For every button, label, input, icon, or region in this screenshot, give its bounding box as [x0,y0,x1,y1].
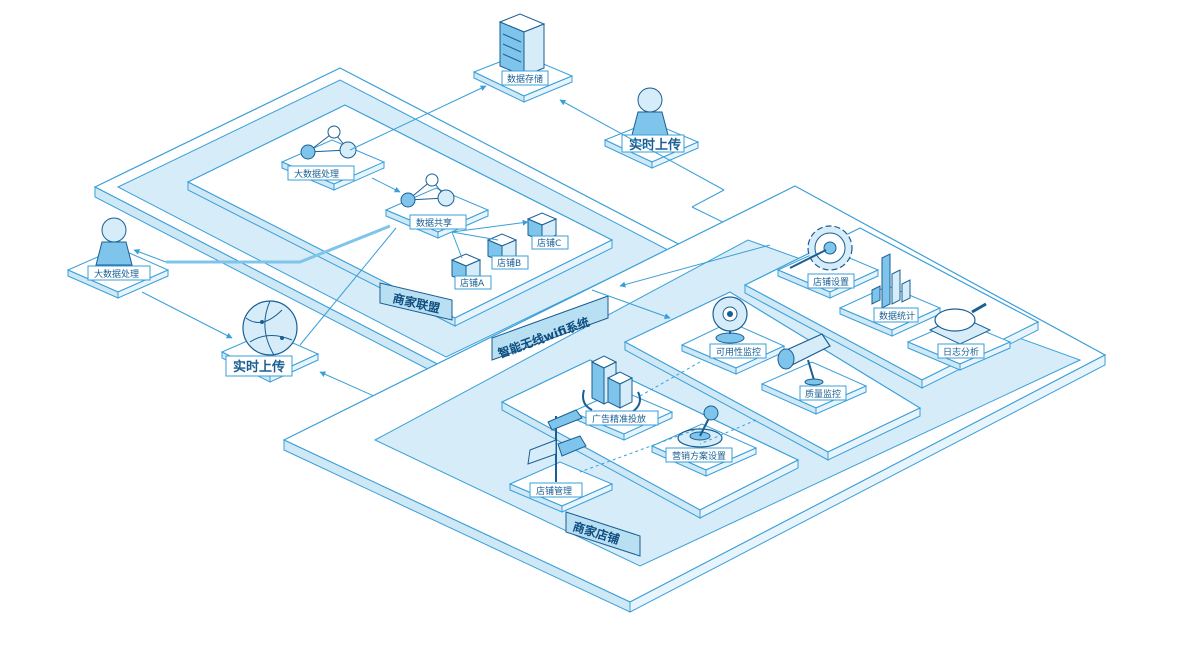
quality-monitor-label: 质量监控 [805,388,841,400]
marketing-settings-label: 营销方案设置 [672,450,726,462]
realtime-upload-top-label: 实时上传 [629,137,681,153]
bar-chart-icon [871,253,911,309]
store-c-label: 店铺C [537,237,561,249]
gear-icon [789,225,853,271]
signpost-icon [527,409,587,482]
availability-monitor-label: 可用性监控 [716,346,761,358]
magnifier-icon [928,302,992,345]
joystick-icon [677,405,723,448]
log-analysis-label: 日志分析 [943,346,979,358]
store-c-node: 店铺C [526,212,569,250]
log-analysis-node: 日志分析 [906,302,1012,371]
store-b-label: 店铺B [497,257,521,269]
store-a-node: 店铺A [450,253,492,290]
precise-ads-node: 广告精准投放 [570,355,674,441]
monitor-subplatform [623,291,922,461]
store-b-node: 店铺B [486,233,529,270]
data-statistics-node: 数据统计 [838,253,942,337]
store-management-label: 店铺管理 [536,485,572,497]
globe-icon [242,300,298,356]
bigdata-inner-node: 大数据处理 [280,125,386,191]
store-management-node: 店铺管理 [508,409,614,513]
bigdata-left-label: 大数据处理 [94,268,139,280]
network-node-icon [300,125,357,160]
data-storage-node: 数据存储 [472,13,574,103]
operation-subplatform [500,359,800,519]
person-icon [95,217,133,266]
realtime-upload-left-label: 实时上传 [233,359,285,375]
store-settings-label: 店铺设置 [813,276,849,288]
server-stack-icon [582,355,641,413]
availability-monitor-node: 可用性监控 [680,296,786,375]
person-icon [631,87,669,136]
server-icon [498,13,546,77]
precise-ads-label: 广告精准投放 [592,413,646,425]
realtime-upload-top-node: 实时上传 [603,87,700,169]
data-statistics-label: 数据统计 [879,310,915,322]
store-connectors [579,244,771,473]
network-node-icon [400,173,455,208]
realtime-upload-left-node: 实时上传 [220,300,320,383]
webcam-icon [712,296,748,344]
store-settings-node: 店铺设置 [776,225,880,299]
marketing-settings-node: 营销方案设置 [650,405,758,477]
data-sharing-node: 数据共享 [384,173,490,239]
quality-monitor-node: 质量监控 [760,333,868,415]
bigdata-left-node: 大数据处理 [66,217,170,299]
data-storage-label: 数据存储 [507,73,543,85]
store-a-label: 店铺A [460,277,485,289]
security-camera-icon [777,333,831,386]
data-sharing-label: 数据共享 [416,217,452,229]
bigdata-inner-label: 大数据处理 [294,168,339,180]
